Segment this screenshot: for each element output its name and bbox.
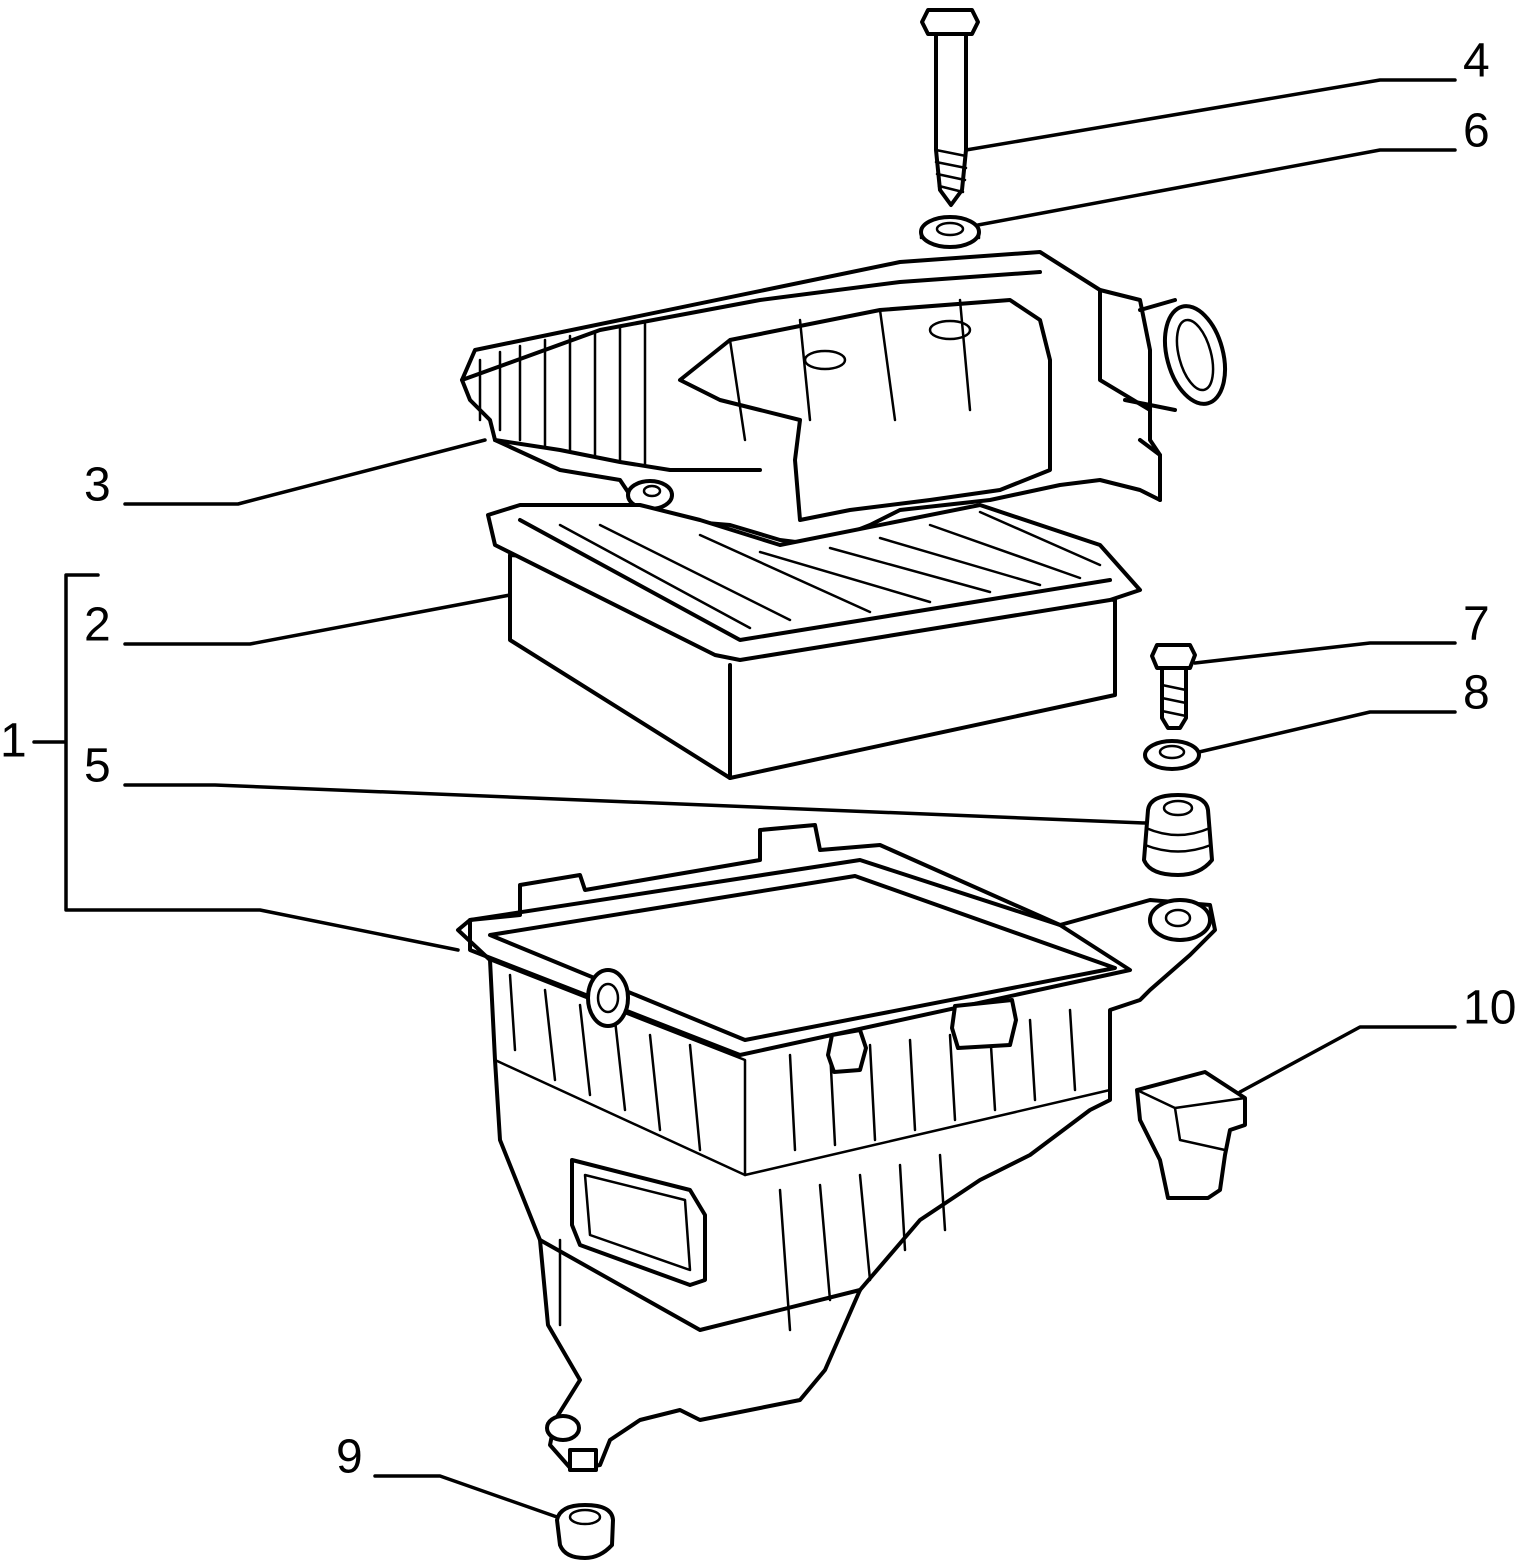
part-5-rubber-mount (1142, 793, 1214, 877)
leader-10 (1238, 1025, 1457, 1094)
part-7-small-bolt (1150, 643, 1197, 730)
callout-6: 6 (1463, 105, 1490, 158)
leader-5 (123, 783, 1147, 825)
leader-6 (976, 148, 1457, 227)
part-10-clip (1135, 1070, 1247, 1200)
callout-3: 3 (84, 459, 111, 512)
part-3-housing-cover (460, 250, 1227, 547)
leader-8 (1197, 710, 1457, 754)
part-2-filter-element (486, 503, 1142, 780)
callout-10: 10 (1463, 982, 1516, 1035)
callout-5: 5 (84, 740, 111, 793)
leader-7 (1193, 641, 1457, 665)
bracket-1 (32, 573, 460, 952)
callout-1: 1 (0, 715, 27, 768)
callout-4: 4 (1463, 35, 1490, 88)
leader-lines (32, 78, 1457, 1519)
part-1-housing-base (456, 823, 1217, 1472)
callout-7: 7 (1463, 598, 1490, 651)
leader-4 (964, 78, 1457, 152)
callout-8: 8 (1463, 667, 1490, 720)
callout-labels: 1 2 3 4 5 6 7 8 9 10 (0, 35, 1516, 1484)
part-9-grommet (555, 1503, 615, 1560)
callout-9: 9 (336, 1431, 363, 1484)
leader-9 (373, 1474, 559, 1519)
part-6-washer (919, 215, 981, 249)
callout-2: 2 (84, 599, 111, 652)
leader-3 (123, 438, 487, 506)
leader-2 (123, 593, 512, 646)
part-4-long-bolt (920, 8, 980, 207)
part-8-washer (1143, 739, 1201, 771)
